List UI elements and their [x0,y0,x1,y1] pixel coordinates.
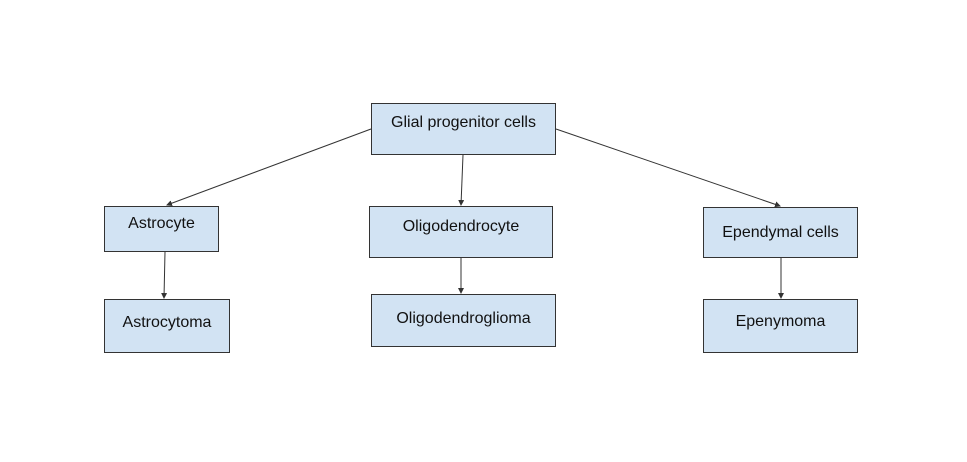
node-glial-progenitor-cells: Glial progenitor cells [371,103,556,155]
node-astrocyte: Astrocyte [104,206,219,252]
node-oligodendroglioma: Oligodendroglioma [371,294,556,347]
node-label: Oligodendroglioma [396,310,531,327]
node-label: Epenymoma [735,313,826,330]
edge-root-to-oligodendrocyte [458,154,465,206]
edge-root-to-astrocyte [166,128,372,207]
node-label: Glial progenitor cells [391,114,536,131]
node-ependymal-cells: Ependymal cells [703,207,858,258]
node-label: Ependymal cells [722,223,839,241]
node-ependymoma: Epenymoma [703,299,858,353]
node-oligodendrocyte: Oligodendrocyte [369,206,553,258]
node-label: Astrocyte [128,215,195,232]
node-label: Oligodendrocyte [402,218,520,235]
edge-root-to-ependymal [555,128,781,208]
node-label: Astrocytoma [122,314,212,331]
edge-astrocyte-to-astrocytoma [161,251,168,299]
node-astrocytoma: Astrocytoma [104,299,230,353]
